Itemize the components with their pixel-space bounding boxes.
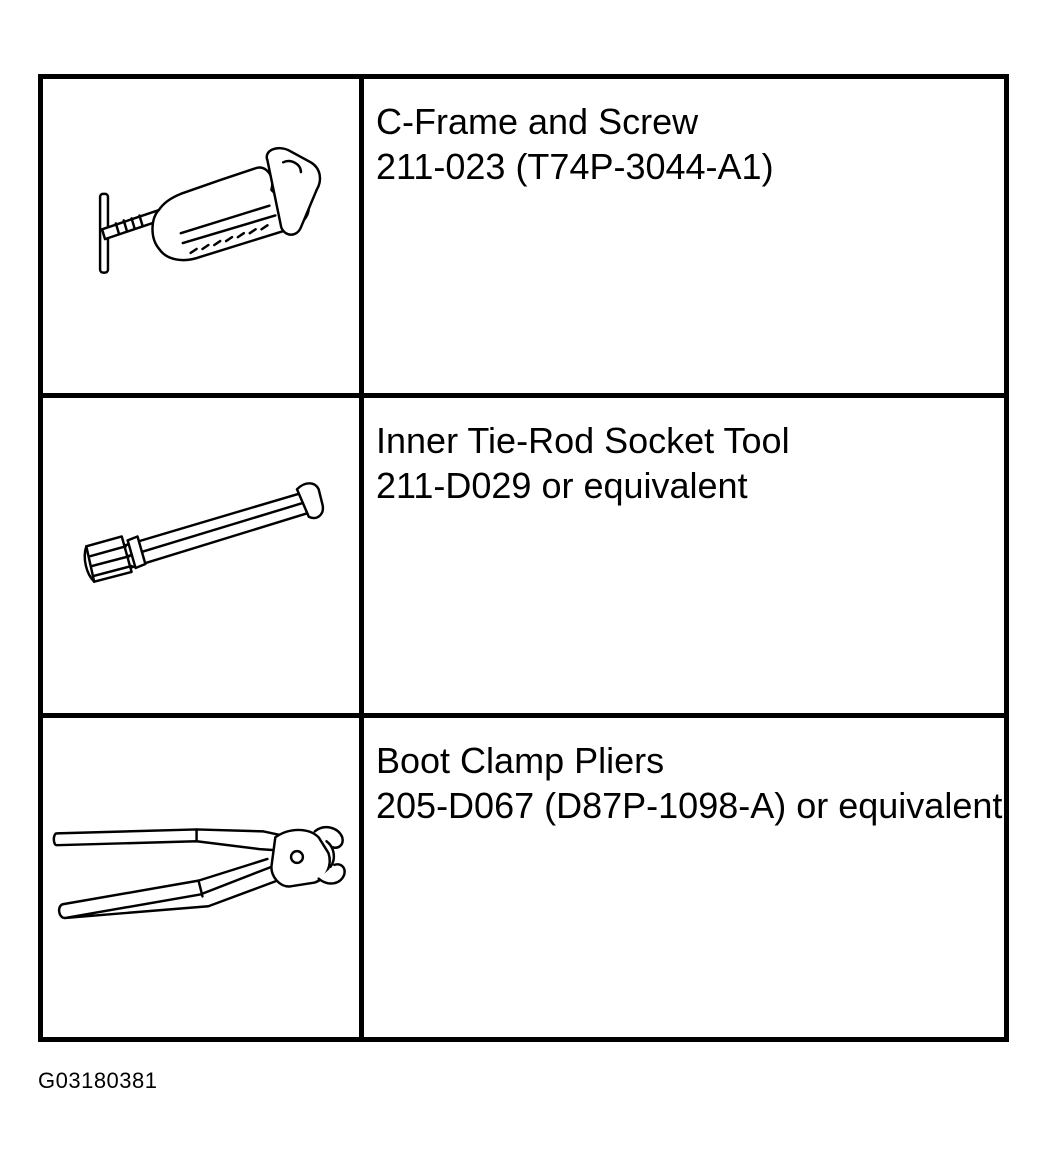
- figure-id: G03180381: [38, 1068, 158, 1093]
- tool-name: Boot Clamp Pliers: [376, 739, 665, 781]
- boot-clamp-pliers-icon: [52, 825, 346, 919]
- tool-number: 205-D067 (D87P-1098-A) or equivalent: [376, 784, 1003, 826]
- tool-name: C-Frame and Screw: [376, 101, 699, 142]
- tool-name: Inner Tie-Rod Socket Tool: [376, 420, 790, 462]
- tool-image-cell-1: [43, 79, 364, 399]
- c-frame-screw-icon: [98, 146, 322, 274]
- tool-text-cell-3: Boot Clamp Pliers 205-D067 (D87P-1098-A)…: [364, 718, 1004, 1037]
- tool-text-cell-2: Inner Tie-Rod Socket Tool 211-D029 or eq…: [364, 398, 1004, 718]
- tie-rod-socket-icon: [83, 482, 325, 584]
- tool-image-cell-3: [43, 717, 364, 1037]
- tool-number: 211-D029 or equivalent: [376, 465, 748, 507]
- special-tools-table: C-Frame and Screw 211-023 (T74P-3044-A1)…: [38, 74, 1009, 1042]
- tool-text-cell-1: C-Frame and Screw 211-023 (T74P-3044-A1): [364, 79, 1004, 399]
- tool-number: 211-023 (T74P-3044-A1): [376, 146, 774, 187]
- tool-image-cell-2: [43, 398, 364, 718]
